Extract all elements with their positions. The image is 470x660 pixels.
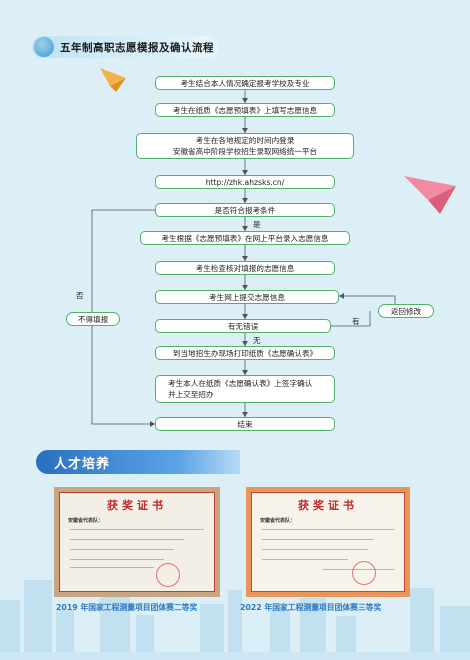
- yes-label: 是: [253, 220, 261, 229]
- certificate-recipient: 安徽省代表队：: [260, 518, 296, 524]
- flow-step-errors: 有无错误: [155, 319, 331, 333]
- large-paper-plane-icon: [404, 176, 456, 214]
- title-bullet-icon: [34, 37, 54, 57]
- not-allowed-box: 不得填报: [66, 312, 120, 326]
- no-label: 否: [76, 291, 84, 300]
- flow-step-end: 结束: [155, 417, 335, 431]
- certificate-2019: 获奖证书 安徽省代表队：: [54, 487, 220, 597]
- flow-step-print: 到当地招生办现场打印纸质《志愿确认表》: [155, 346, 335, 360]
- page-title: 五年制高职志愿模报及确认流程: [60, 41, 214, 54]
- certificate-caption-2019: 2019 年国家工程测量项目团体赛二等奖: [56, 603, 198, 612]
- certificate-title: 获奖证书: [298, 499, 358, 512]
- city-skyline-decoration: [0, 580, 470, 660]
- none-label: 无: [253, 336, 261, 345]
- return-modify-box: 返回修改: [378, 304, 434, 318]
- flow-step-enter-info: 考生根据《志愿预填表》在网上平台录入志愿信息: [140, 231, 350, 245]
- talent-heading: 人才培养: [36, 450, 240, 474]
- seal-icon: [156, 563, 180, 587]
- flow-step-submit: 考生网上提交志愿信息: [155, 290, 339, 304]
- small-paper-plane-icon: [100, 68, 126, 92]
- certificate-recipient: 安徽省代表队：: [68, 518, 104, 524]
- certificate-paper: 获奖证书 安徽省代表队：: [251, 492, 405, 592]
- flow-step-2: 考生在纸质《志愿预填表》上填写志愿信息: [155, 103, 335, 117]
- certificate-2022: 获奖证书 安徽省代表队：: [246, 487, 410, 597]
- certificate-caption-2022: 2022 年国家工程测量项目团体赛三等奖: [240, 603, 382, 612]
- flow-step-url[interactable]: http://zhk.ahzsks.cn/: [155, 175, 335, 189]
- seal-icon: [352, 561, 376, 585]
- flow-step-sign: 考生本人在纸质《志愿确认表》上签字确认并上交至招办: [155, 375, 335, 403]
- title-banner: 五年制高职志愿模报及确认流程: [32, 36, 218, 58]
- certificate-title: 获奖证书: [107, 499, 167, 512]
- certificate-paper: 获奖证书 安徽省代表队：: [59, 492, 215, 592]
- flow-step-1: 考生结合本人情况确定报考学校及专业: [155, 76, 335, 90]
- flow-step-check: 考生检查核对填报的志愿信息: [155, 261, 335, 275]
- flow-step-eligibility: 是否符合报考条件: [155, 203, 335, 217]
- flow-step-3: 考生在各地规定的时间内登录安徽省高中阶段学校招生录取网络统一平台: [136, 133, 354, 159]
- has-errors-label: 有: [352, 317, 360, 326]
